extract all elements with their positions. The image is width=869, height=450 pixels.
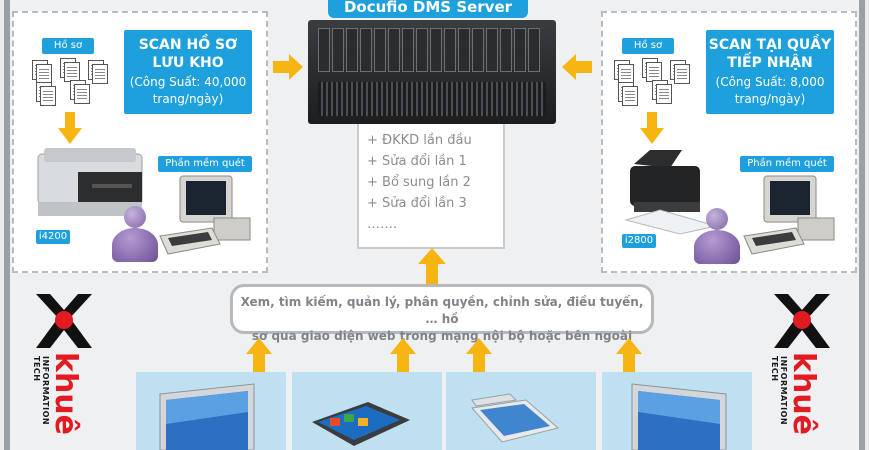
right-operator-person-icon (694, 208, 740, 264)
operation-item: + Sửa đổi lần 1 (367, 154, 467, 169)
laptop-tablet-tile (292, 372, 442, 450)
left-scan-title-box: SCAN HỒ SƠ LƯU KHO (Công Suất: 40,000 tr… (124, 30, 252, 114)
left-title-line1: SCAN HỒ SƠ (138, 37, 238, 53)
device1-up-arrow-icon (246, 338, 272, 374)
right-logo-brand: khuê (786, 352, 821, 436)
right-to-server-arrow-icon (562, 54, 592, 80)
dms-server-icon (308, 20, 556, 124)
operation-item: + ĐKKD lần đầu (367, 133, 472, 148)
right-computer-icon (743, 175, 835, 255)
right-capacity-line2: trang/ngày) (734, 92, 806, 106)
left-khue-logo: INFORMATION TECH khuê (32, 290, 104, 450)
right-title-line2: TIẾP NHẬN (727, 55, 813, 71)
left-logo-subtitle: INFORMATION TECH (32, 356, 50, 426)
right-software-label: Phần mềm quét (740, 156, 834, 172)
operation-item: ……. (367, 217, 398, 232)
ipad-icon (471, 393, 560, 443)
desktop-monitor-tile (136, 372, 286, 450)
right-document-stack-icon (612, 56, 698, 106)
i2800-scanner-icon (624, 150, 717, 235)
operations-list: + ĐKKD lần đầu + Sửa đổi lần 1 + Bổ sung… (357, 124, 505, 249)
laptop-tablet-icon (312, 402, 410, 446)
left-docs-label: Hồ sơ (42, 38, 94, 54)
left-logo-x-icon (36, 294, 92, 348)
right-scan-title-box: SCAN TẠI QUẦY TIẾP NHẬN (Công Suất: 8,00… (706, 30, 834, 114)
device2-up-arrow-icon (390, 338, 416, 374)
i2800-label: i2800 (622, 234, 656, 248)
operation-item: + Bổ sung lần 2 (367, 175, 471, 190)
left-operator-person-icon (112, 206, 158, 262)
desktop-monitor-icon (159, 383, 255, 450)
right-down-arrow-icon (640, 112, 664, 144)
left-document-stack-icon (30, 56, 116, 106)
left-capacity-line1: (Công Suất: 40,000 (129, 75, 247, 89)
web-to-server-arrow-icon (418, 248, 446, 284)
web-access-line1: Xem, tìm kiếm, quản lý, phân quyền, chỉn… (240, 295, 644, 326)
desktop-monitor-right-tile (602, 372, 752, 450)
left-logo-brand: khuê (48, 352, 83, 436)
web-access-bubble: Xem, tìm kiếm, quản lý, phân quyền, chỉn… (230, 284, 654, 343)
left-software-label: Phần mềm quét (158, 156, 252, 172)
left-down-arrow-icon (58, 112, 82, 144)
device4-up-arrow-icon (616, 338, 642, 374)
right-khue-logo: INFORMATION TECH khuê (766, 290, 838, 450)
right-logo-x-icon (774, 294, 830, 348)
right-title-line1: SCAN TẠI QUẦY (708, 37, 832, 53)
server-title: Docufio DMS Server (328, 0, 528, 18)
right-capacity-line1: (Công Suất: 8,000 (715, 75, 825, 89)
ipad-tile (446, 372, 596, 450)
operation-item: + Sửa đổi lần 3 (367, 196, 467, 211)
left-title-line2: LƯU KHO (152, 55, 224, 71)
left-computer-icon (159, 175, 251, 255)
device3-up-arrow-icon (466, 338, 492, 374)
i4200-label: i4200 (36, 230, 70, 244)
web-access-line2: sơ qua giao diện web trong mạng nội bộ h… (251, 329, 633, 343)
left-capacity-line2: trang/ngày) (152, 92, 224, 106)
right-docs-label: Hồ sơ (622, 38, 674, 54)
left-to-server-arrow-icon (273, 54, 303, 80)
desktop-monitor-right-icon (631, 383, 727, 450)
right-logo-subtitle: INFORMATION TECH (770, 356, 788, 426)
i4200-scanner-icon (37, 148, 143, 216)
